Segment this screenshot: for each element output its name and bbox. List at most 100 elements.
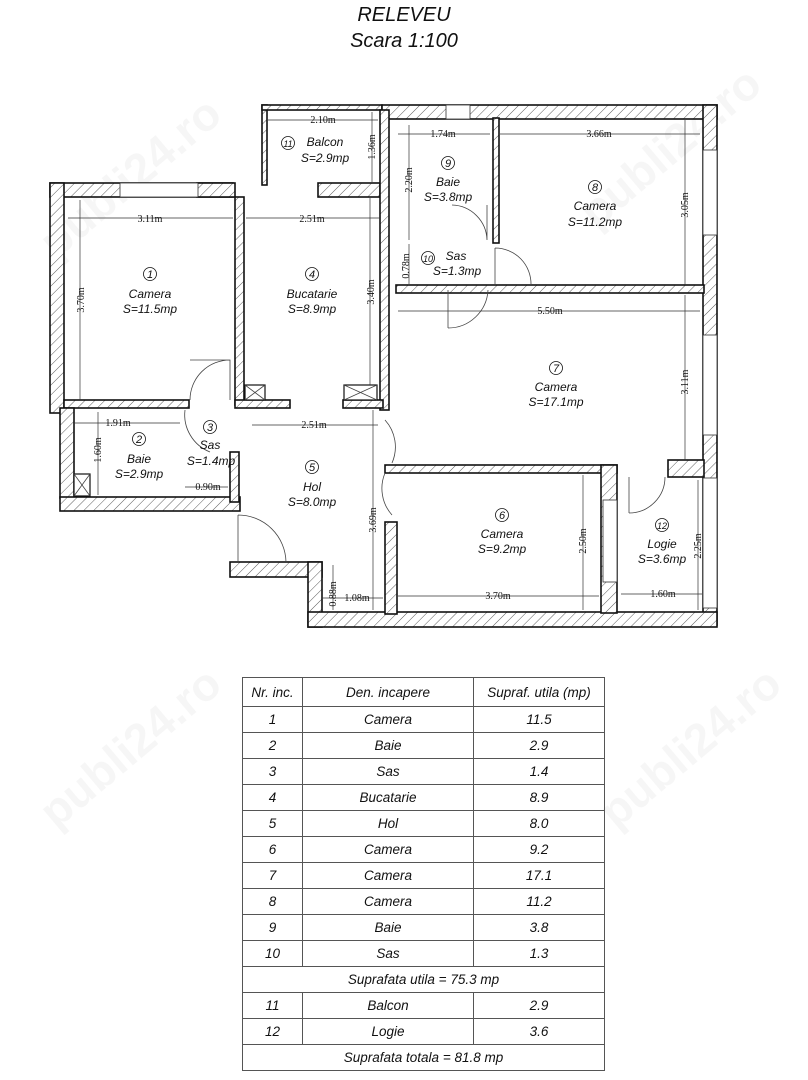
total-text: Suprafata totala = 81.8 mp: [242, 1044, 605, 1071]
dim-room1-height: 3.70m: [76, 287, 87, 313]
room-4: 4 Bucatarie S=8.9mp: [287, 267, 338, 316]
svg-text:Baie: Baie: [436, 175, 460, 189]
dim-room4-height: 3.40m: [366, 279, 377, 305]
svg-text:S=8.9mp: S=8.9mp: [288, 302, 337, 316]
svg-text:1: 1: [147, 269, 153, 281]
svg-text:S=1.3mp: S=1.3mp: [433, 264, 482, 278]
svg-text:S=3.8mp: S=3.8mp: [424, 190, 473, 204]
plan-title: RELEVEU: [357, 4, 451, 26]
svg-text:2: 2: [135, 434, 142, 446]
svg-text:S=8.0mp: S=8.0mp: [288, 495, 337, 509]
svg-text:Hol: Hol: [303, 480, 321, 494]
dim-room11-height: 1.36m: [367, 134, 378, 160]
table-header-row: Nr. inc. Den. incapere Supraf. utila (mp…: [242, 677, 605, 707]
col-header-name: Den. incapere: [302, 677, 474, 707]
svg-text:S=11.5mp: S=11.5mp: [123, 302, 177, 316]
door-swings: [184, 204, 666, 563]
svg-text:Sas: Sas: [446, 249, 467, 263]
dim-room9-width: 1.74m: [430, 129, 456, 140]
svg-text:9: 9: [445, 158, 451, 170]
subtotal-text: Suprafata utila = 75.3 mp: [242, 966, 605, 993]
dim-room1-width: 3.11m: [138, 214, 163, 225]
dim-room7-width: 5.50m: [537, 306, 563, 317]
dim-room5-width: 2.51m: [301, 420, 327, 431]
total-row: Suprafata totala = 81.8 mp: [242, 1044, 605, 1071]
svg-text:S=9.2mp: S=9.2mp: [478, 542, 527, 556]
dim-room12-height: 2.25m: [693, 533, 704, 559]
plan-scale: Scara 1:100: [350, 30, 458, 52]
room-3: 3 Sas S=1.4mp: [187, 420, 236, 468]
svg-text:12: 12: [657, 521, 667, 531]
svg-text:S=11.2mp: S=11.2mp: [568, 215, 622, 229]
dim-room5-bottom: 1.08m: [344, 593, 370, 604]
dim-room5-niche: 0.88m: [328, 581, 339, 607]
svg-text:S=2.9mp: S=2.9mp: [301, 151, 350, 165]
room-5: 5 Hol S=8.0mp: [288, 460, 337, 509]
svg-text:S=1.4mp: S=1.4mp: [187, 454, 236, 468]
svg-text:10: 10: [423, 254, 433, 264]
dim-room5-height: 3.69m: [368, 507, 379, 533]
svg-text:5: 5: [309, 462, 316, 474]
svg-text:11: 11: [283, 139, 292, 149]
svg-text:8: 8: [592, 182, 599, 194]
floor-plan: 3.11m 3.70m 2.51m 3.40m 2.10m 1.36m 1.74…: [49, 104, 718, 628]
svg-text:4: 4: [309, 269, 315, 281]
room-11: 11 Balcon S=2.9mp: [281, 135, 350, 165]
svg-text:Bucatarie: Bucatarie: [287, 287, 338, 301]
dim-room12-width: 1.60m: [650, 589, 676, 600]
room-8: 8 Camera S=11.2mp: [568, 180, 622, 229]
col-header-area: Supraf. utila (mp): [473, 677, 605, 707]
dim-room6-width: 3.70m: [485, 591, 511, 602]
svg-text:7: 7: [553, 363, 560, 375]
svg-text:S=17.1mp: S=17.1mp: [528, 395, 583, 409]
watermark: publi24.ro: [28, 656, 231, 839]
room-12: 12 Logie S=3.6mp: [638, 518, 687, 566]
room-labels: 1 Camera S=11.5mp 2 Baie S=2.9mp 3 Sas S…: [115, 135, 687, 566]
dim-room3-width: 0.90m: [195, 482, 221, 493]
svg-text:Camera: Camera: [574, 199, 617, 213]
dim-room9-height: 2.20m: [404, 167, 415, 193]
dim-room8-width: 3.66m: [586, 129, 612, 140]
dimension-labels: 3.11m 3.70m 2.51m 3.40m 2.10m 1.36m 1.74…: [76, 115, 704, 607]
svg-text:Sas: Sas: [200, 438, 221, 452]
dim-room11-width: 2.10m: [310, 115, 336, 126]
svg-text:6: 6: [499, 510, 506, 522]
dim-room4-width: 2.51m: [299, 214, 325, 225]
svg-text:S=3.6mp: S=3.6mp: [638, 552, 687, 566]
svg-text:Logie: Logie: [647, 537, 677, 551]
svg-text:Camera: Camera: [481, 527, 524, 541]
subtotal-row: Suprafata utila = 75.3 mp: [242, 966, 605, 993]
area-table: Nr. inc. Den. incapere Supraf. utila (mp…: [242, 677, 605, 1071]
dim-room8-height: 3.05m: [680, 192, 691, 218]
room-10: 10 Sas S=1.3mp: [421, 249, 482, 278]
dim-room10-height: 0.78m: [401, 253, 412, 279]
svg-text:Baie: Baie: [127, 452, 151, 466]
room-6: 6 Camera S=9.2mp: [478, 508, 527, 556]
dim-room6-height: 2.50m: [578, 528, 589, 554]
dim-room2-height: 1.60m: [93, 437, 104, 463]
dim-room2-width: 1.91m: [105, 418, 131, 429]
dim-room7-height: 3.11m: [680, 369, 691, 394]
room-7: 7 Camera S=17.1mp: [528, 361, 584, 409]
svg-text:Camera: Camera: [535, 380, 578, 394]
room-9: 9 Baie S=3.8mp: [424, 156, 473, 204]
room-2: 2 Baie S=2.9mp: [115, 432, 164, 481]
svg-text:3: 3: [207, 422, 214, 434]
dimension-lines: [68, 112, 702, 610]
svg-text:Camera: Camera: [129, 287, 172, 301]
room-1: 1 Camera S=11.5mp: [123, 267, 177, 316]
windows: [119, 104, 718, 609]
watermark: publi24.ro: [588, 656, 791, 839]
